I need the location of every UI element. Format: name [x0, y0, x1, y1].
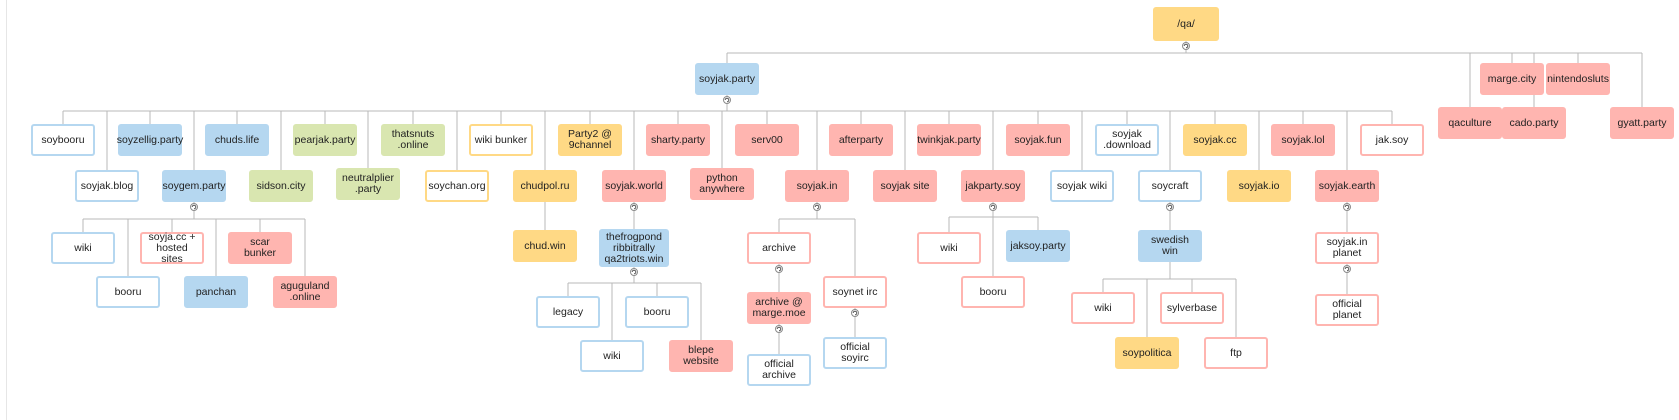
node-soyjak-wiki[interactable]: soyjak wiki	[1050, 170, 1114, 202]
edge-group-thefrogpond	[567, 267, 702, 340]
node-soyjak-earth[interactable]: soyjak.earth	[1315, 170, 1379, 202]
node-jaksoy-party[interactable]: jaksoy.party	[1006, 230, 1070, 262]
collapse-toggle-icon[interactable]	[989, 203, 997, 211]
node-sidson-city[interactable]: sidson.city	[249, 170, 313, 202]
collapse-toggle-icon[interactable]	[1343, 265, 1351, 273]
node-panchan[interactable]: panchan	[184, 276, 248, 308]
node-thefrogpond[interactable]: thefrogpond ribbitrally qa2triots.win	[599, 229, 669, 267]
node-sg-wiki[interactable]: wiki	[51, 232, 115, 264]
edge-group-soyjak-party	[62, 95, 1393, 170]
collapse-toggle-icon[interactable]	[1182, 42, 1190, 50]
node-fp-legacy[interactable]: legacy	[536, 296, 600, 328]
collapse-toggle-icon[interactable]	[630, 203, 638, 211]
edge-group-soygem-party	[82, 202, 306, 276]
collapse-toggle-icon[interactable]	[630, 268, 638, 276]
left-edge-rule	[6, 0, 7, 420]
node-sylverbase[interactable]: sylverbase	[1160, 292, 1224, 324]
edge-group-jakparty-soy	[948, 202, 1039, 276]
node-chuds-life[interactable]: chuds.life	[205, 124, 269, 156]
node-soyjak-download[interactable]: soyjak .download	[1095, 124, 1159, 156]
node-wiki-bunker[interactable]: wiki bunker	[469, 124, 533, 156]
node-gyatt-party[interactable]: gyatt.party	[1610, 107, 1674, 139]
node-soyjak-blog[interactable]: soyjak.blog	[75, 170, 139, 202]
node-soyjak-party[interactable]: soyjak.party	[695, 63, 759, 95]
node-blepe-website[interactable]: blepe website	[669, 340, 733, 372]
node-jak-soy[interactable]: jak.soy	[1360, 124, 1424, 156]
node-nintendosluts[interactable]: nintendosluts	[1546, 63, 1610, 95]
node-scar-bunker[interactable]: scar bunker	[228, 232, 292, 264]
node-soyjak-in[interactable]: soyjak.in	[785, 170, 849, 202]
edge-group-qa	[726, 41, 1643, 107]
node-soyjak-io[interactable]: soyjak.io	[1227, 170, 1291, 202]
node-soypolitica[interactable]: soypolitica	[1115, 337, 1179, 369]
node-soyjak-lol[interactable]: soyjak.lol	[1271, 124, 1335, 156]
node-chud-win[interactable]: chud.win	[513, 230, 577, 262]
node-jp-wiki[interactable]: wiki	[917, 232, 981, 264]
node-afterparty[interactable]: afterparty	[829, 124, 893, 156]
node-qa[interactable]: /qa/	[1153, 7, 1219, 41]
node-sw-wiki[interactable]: wiki	[1071, 292, 1135, 324]
node-soyjak-in-planet[interactable]: soyjak.in planet	[1315, 232, 1379, 264]
collapse-toggle-icon[interactable]	[190, 203, 198, 211]
collapse-toggle-icon[interactable]	[775, 265, 783, 273]
node-ftp[interactable]: ftp	[1204, 337, 1268, 369]
node-qaculture[interactable]: qaculture	[1438, 107, 1502, 139]
node-soychan-org[interactable]: soychan.org	[425, 170, 489, 202]
node-jp-booru[interactable]: booru	[961, 276, 1025, 308]
node-fp-booru[interactable]: booru	[625, 296, 689, 328]
node-soynet-irc[interactable]: soynet irc	[823, 276, 887, 308]
node-official-soyirc[interactable]: official soyirc	[823, 337, 887, 369]
node-official-planet[interactable]: official planet	[1315, 294, 1379, 326]
node-sharty-party[interactable]: sharty.party	[646, 124, 710, 156]
node-cado-party[interactable]: cado.party	[1502, 107, 1566, 139]
node-official-archive[interactable]: official archive	[747, 354, 811, 386]
node-soyja-cc[interactable]: soyja.cc + hosted sites	[140, 231, 204, 264]
node-soyjak-site[interactable]: soyjak site	[873, 170, 937, 202]
node-twinkjak-party[interactable]: twinkjak.party	[917, 124, 981, 156]
node-party2-9channel[interactable]: Party2 @ 9channel	[558, 124, 622, 156]
node-aguguland-online[interactable]: aguguland .online	[273, 276, 337, 308]
node-python-anywhere[interactable]: python anywhere	[690, 168, 754, 200]
node-soygem-party[interactable]: soygem.party	[162, 170, 226, 202]
collapse-toggle-icon[interactable]	[1166, 203, 1174, 211]
node-si-archive[interactable]: archive	[747, 232, 811, 264]
node-soyjak-world[interactable]: soyjak.world	[602, 170, 666, 202]
node-pearjak-party[interactable]: pearjak.party	[293, 124, 357, 156]
collapse-toggle-icon[interactable]	[1343, 203, 1351, 211]
collapse-toggle-icon[interactable]	[851, 309, 859, 317]
node-archive-marge[interactable]: archive @ marge.moe	[747, 292, 811, 324]
collapse-toggle-icon[interactable]	[723, 96, 731, 104]
node-soyzellig-party[interactable]: soyzellig.party	[117, 124, 183, 156]
node-chudpol-ru[interactable]: chudpol.ru	[513, 170, 577, 202]
collapse-toggle-icon[interactable]	[775, 325, 783, 333]
node-soybooru[interactable]: soybooru	[31, 124, 95, 156]
node-soyjak-fun[interactable]: soyjak.fun	[1006, 124, 1070, 156]
node-swedish-win[interactable]: swedish win	[1138, 230, 1202, 262]
node-marge-city[interactable]: marge.city	[1480, 63, 1544, 95]
node-sg-booru[interactable]: booru	[96, 276, 160, 308]
node-thatsnuts-online[interactable]: thatsnuts .online	[381, 124, 445, 156]
node-neutralplier-party[interactable]: neutralplier .party	[336, 168, 400, 200]
node-serv00[interactable]: serv00	[735, 124, 799, 156]
node-soycraft[interactable]: soycraft	[1138, 170, 1202, 202]
node-jakparty-soy[interactable]: jakparty.soy	[961, 170, 1025, 202]
node-fp-wiki[interactable]: wiki	[580, 340, 644, 372]
node-soyjak-cc[interactable]: soyjak.cc	[1183, 124, 1247, 156]
collapse-toggle-icon[interactable]	[813, 203, 821, 211]
edge-group-swedish-win	[1102, 262, 1237, 337]
